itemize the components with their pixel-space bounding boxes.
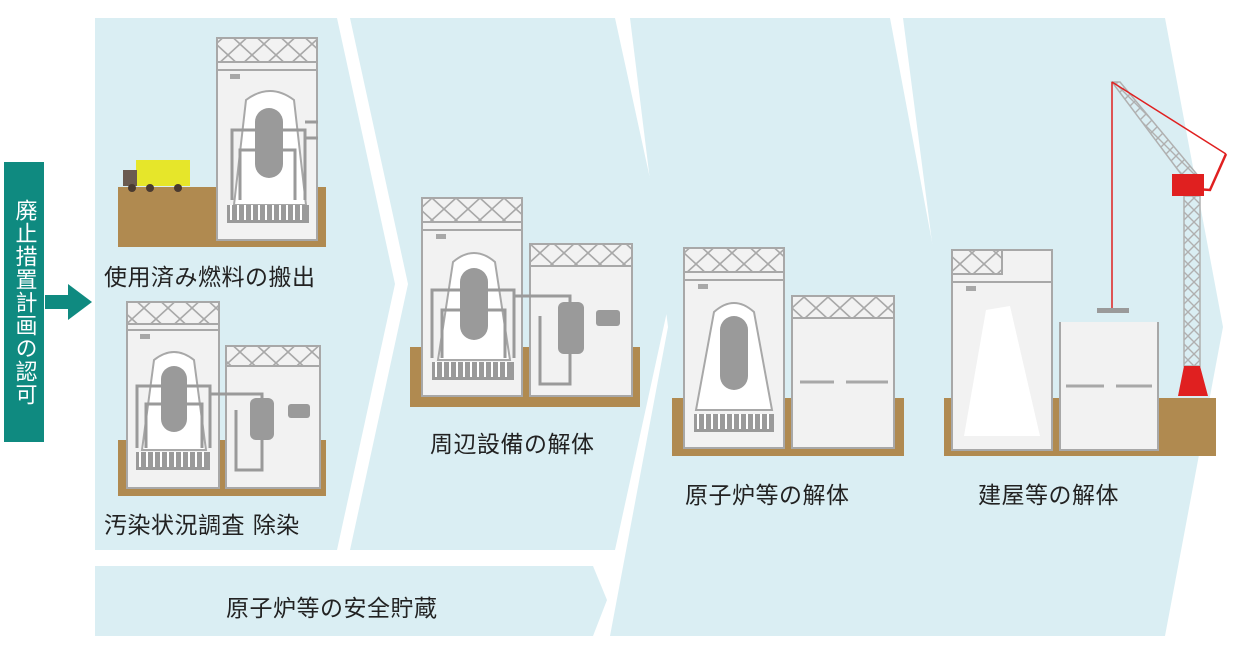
peripheral-dismantling-illustration [410,197,640,407]
decontamination-illustration [118,301,326,496]
decommissioning-plan-approval-label: 廃止措置計画の認可 [4,162,44,442]
stage-label-peripheral-dismantling: 周辺設備の解体 [430,432,595,458]
stage-label-fuel-removal: 使用済み燃料の搬出 [104,265,316,291]
right-arrow-icon [45,284,92,320]
reactor-dismantling-illustration [672,247,904,456]
safe-storage-label: 原子炉等の安全貯蔵 [226,596,438,622]
crane-icon [1097,81,1228,396]
band-stage-4 [885,18,1223,636]
band-safe-storage [95,566,607,636]
stage-label-decontamination: 汚染状況調査 除染 [104,513,300,539]
stage-label-building-dismantling: 建屋等の解体 [978,483,1119,509]
fuel-removal-illustration [118,37,326,247]
stage-label-reactor-dismantling: 原子炉等の解体 [685,483,850,509]
building-dismantling-illustration [944,81,1228,456]
truck-icon [123,160,190,192]
